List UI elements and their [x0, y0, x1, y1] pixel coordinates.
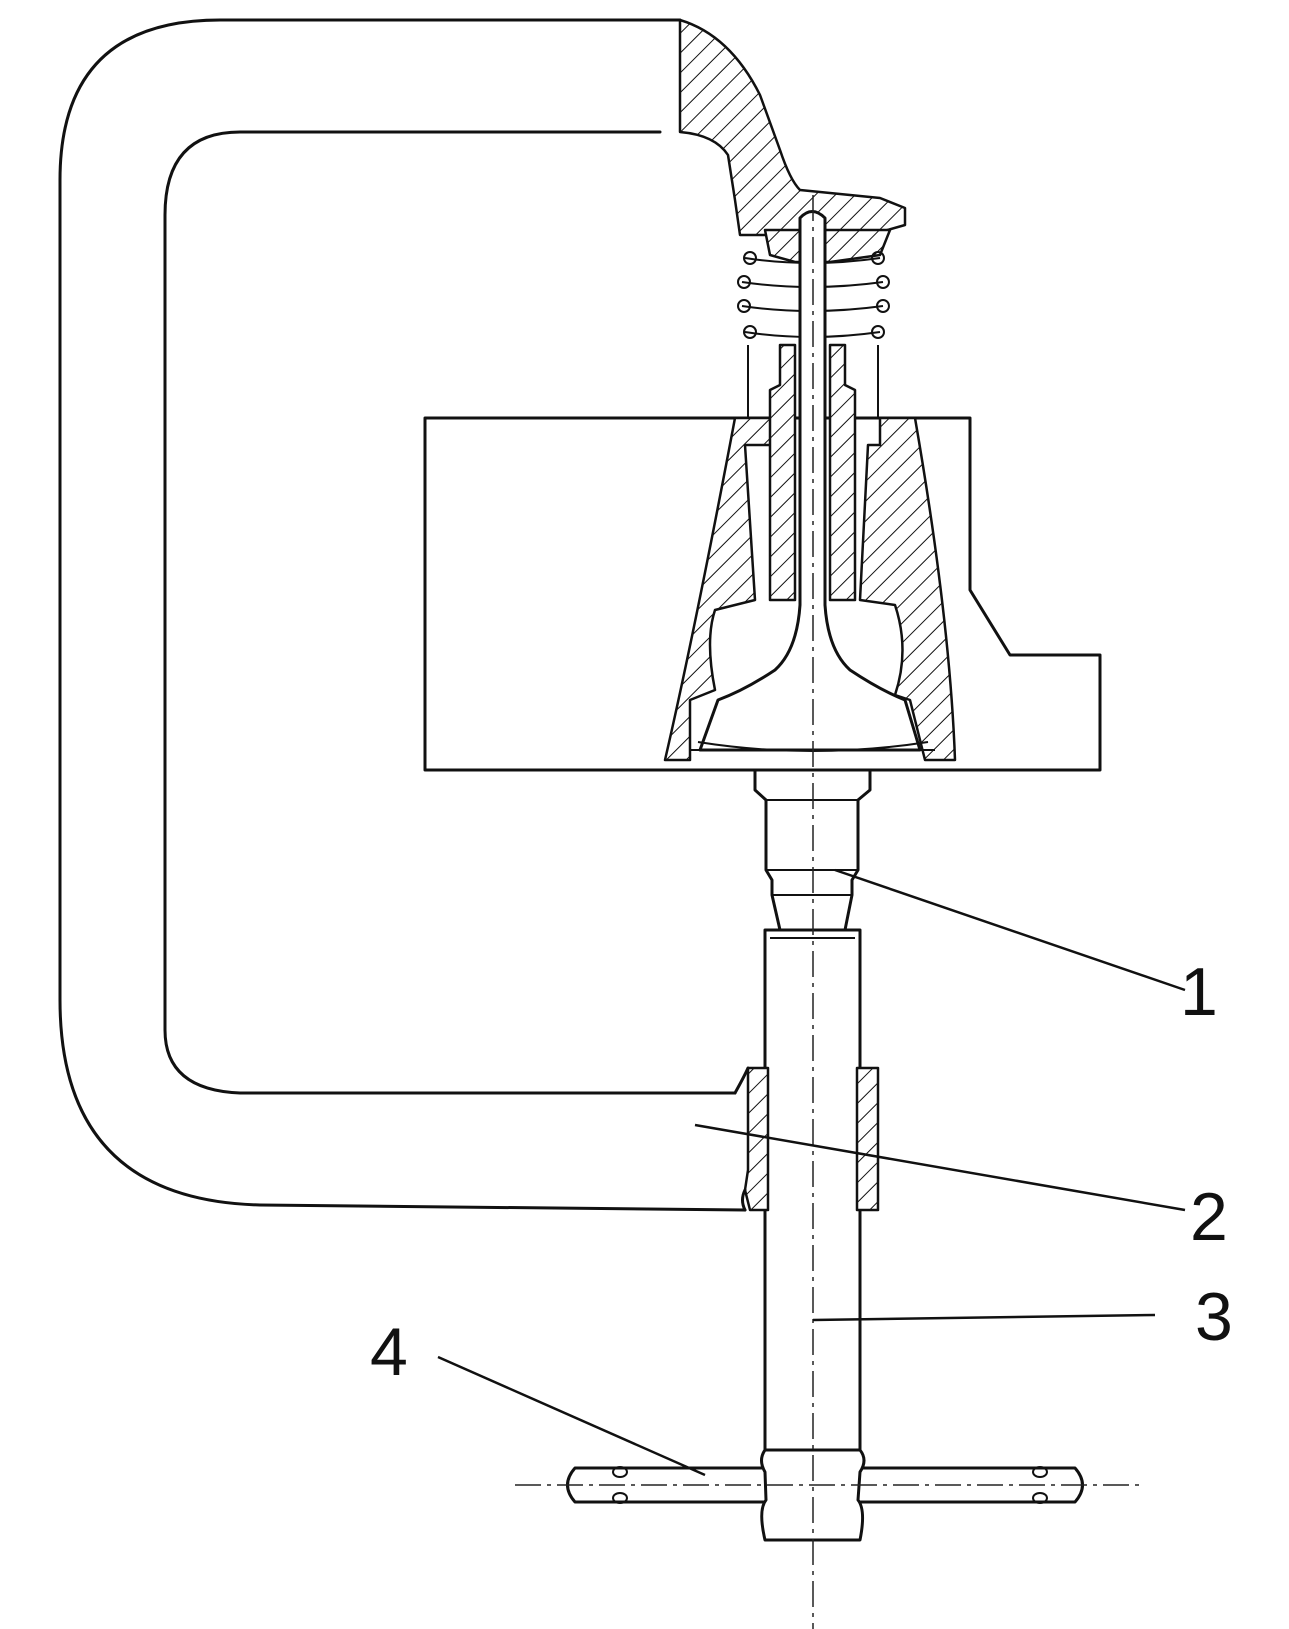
c-frame-section-top [678, 18, 907, 237]
callout-2: 2 [1190, 1179, 1228, 1255]
frame-boss-joint [733, 1066, 750, 1212]
valve-guide-boss-left [663, 416, 777, 762]
leader-line-1 [834, 868, 1186, 992]
leader-lines [437, 868, 1186, 1477]
spring-seat-lines [747, 345, 879, 418]
part-4-t-handle [566, 1448, 1084, 1542]
callout-1: 1 [1180, 954, 1218, 1030]
leader-line-4 [437, 1355, 706, 1477]
c-frame-outer [58, 18, 747, 1212]
bushing-right [855, 1066, 880, 1212]
valve-guide-right [828, 343, 857, 602]
callout-3: 3 [1195, 1279, 1233, 1355]
c-frame-inner [163, 130, 737, 1095]
cylinder-head-block [423, 343, 1102, 772]
valve-guide-left [768, 343, 797, 602]
center-lines [515, 195, 1140, 1629]
callout-4: 4 [370, 1314, 408, 1390]
part-2-threaded-bushing [733, 1066, 880, 1212]
callout-labels: 1 2 3 4 [370, 954, 1233, 1390]
cylinder-head-outline [423, 416, 1102, 772]
leader-line-2 [694, 1123, 1186, 1212]
bushing-left [743, 1066, 770, 1212]
valve-stem-and-head [698, 210, 922, 752]
t-handle-hub [760, 1448, 866, 1542]
valve-guide-boss-right [858, 416, 957, 762]
c-frame [58, 18, 907, 1212]
leader-line-3 [812, 1313, 1156, 1322]
